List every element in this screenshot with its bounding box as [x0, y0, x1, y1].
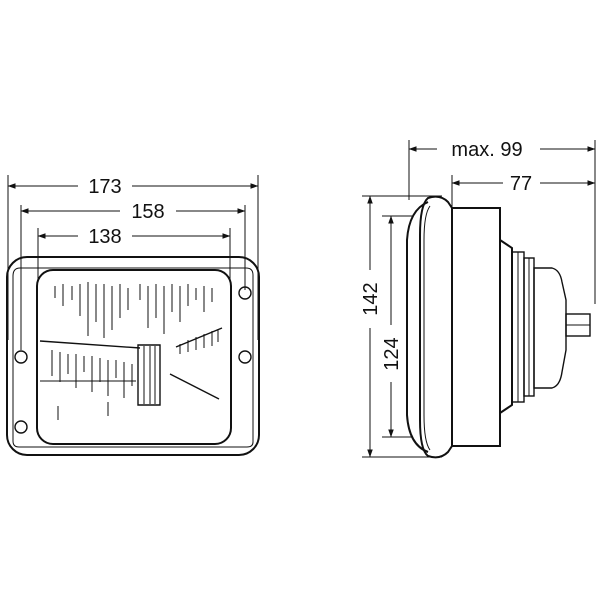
mount-hole-top-right — [238, 286, 252, 300]
lens-pattern — [39, 282, 223, 420]
dim-label-173: 173 — [88, 176, 121, 198]
dim-label-max-99: max. 99 — [451, 139, 522, 161]
mount-hole-bottom-left — [14, 420, 28, 434]
mounting-frame-inner — [12, 267, 254, 448]
mount-hole-middle-right — [238, 350, 252, 364]
side-view: max. 99 77 142 124 — [360, 139, 596, 459]
lens-outline — [36, 269, 232, 445]
mounting-frame-outer — [6, 256, 260, 456]
rim-profile — [419, 195, 453, 459]
front-view: 173 158 138 — [6, 175, 260, 456]
dim-label-77: 77 — [510, 173, 532, 195]
housing-body — [451, 207, 501, 447]
lens-profile — [406, 201, 429, 453]
dim-label-158: 158 — [131, 201, 164, 223]
dim-label-124: 124 — [381, 337, 403, 370]
dim-label-142: 142 — [360, 282, 382, 315]
mount-hole-middle-left — [14, 350, 28, 364]
housing-taper — [499, 239, 513, 414]
dim-label-138: 138 — [88, 226, 121, 248]
rim-inner-line — [423, 205, 431, 451]
bulb-base — [533, 267, 567, 389]
